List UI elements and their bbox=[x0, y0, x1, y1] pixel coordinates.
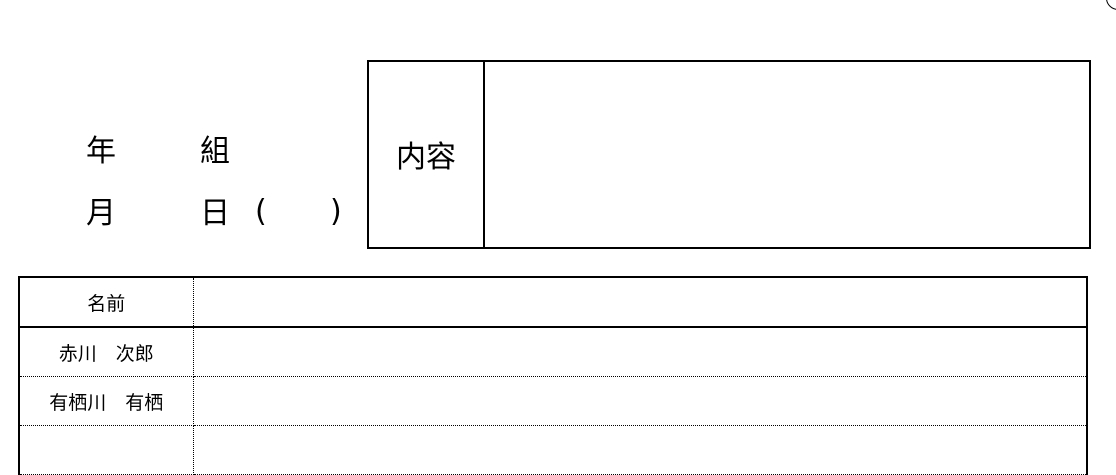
note-cell[interactable] bbox=[193, 376, 1088, 426]
day-label: 日 bbox=[200, 196, 230, 231]
content-box: 内容 bbox=[367, 60, 1091, 249]
table-row: 赤川 次郎 bbox=[18, 327, 1088, 377]
table-row: 有栖川 有栖 bbox=[18, 376, 1088, 426]
content-label: 内容 bbox=[369, 62, 485, 247]
name-cell: 有栖川 有栖 bbox=[18, 376, 194, 426]
corner-circle-mark bbox=[1106, 0, 1116, 10]
month-label: 月 bbox=[86, 196, 116, 231]
name-table: 名前 赤川 次郎 有栖川 有栖 bbox=[18, 276, 1088, 475]
note-cell[interactable] bbox=[193, 327, 1088, 377]
note-cell[interactable] bbox=[193, 425, 1088, 475]
name-cell[interactable] bbox=[18, 425, 194, 475]
weekday-close-paren: ) bbox=[330, 194, 342, 229]
table-row bbox=[18, 425, 1088, 475]
content-field[interactable] bbox=[485, 62, 1089, 247]
table-header-row: 名前 bbox=[18, 276, 1088, 328]
year-label: 年 bbox=[86, 134, 116, 169]
name-header: 名前 bbox=[18, 276, 194, 328]
class-label: 組 bbox=[200, 134, 230, 169]
name-cell: 赤川 次郎 bbox=[18, 327, 194, 377]
header-blank-cell bbox=[193, 276, 1088, 328]
weekday-open-paren: ( bbox=[255, 194, 267, 229]
